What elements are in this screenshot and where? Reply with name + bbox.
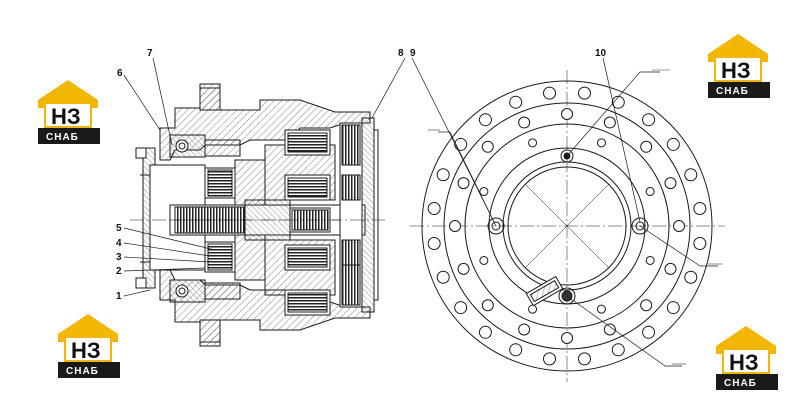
outer-bolt-hole — [684, 168, 698, 182]
inner-bolt-hole — [479, 255, 489, 265]
middle-bolt-hole — [518, 323, 531, 336]
outer-bolt-hole — [642, 113, 656, 127]
outer-bolt-hole — [478, 325, 492, 339]
outer-bolt-hole — [577, 86, 591, 100]
outer-bolt-hole — [509, 343, 523, 357]
logo-top-text: НЗ — [721, 58, 751, 83]
middle-bolt-hole — [518, 116, 531, 129]
middle-bolt-hole — [673, 220, 685, 232]
outer-bolt-hole — [577, 352, 591, 366]
outer-bolt-hole — [478, 113, 492, 127]
callout-4: 4 — [116, 238, 122, 249]
outer-bolt-hole — [543, 352, 557, 366]
section-view — [130, 83, 385, 347]
outer-bolt-hole — [666, 301, 680, 315]
outer-bolt-hole — [611, 343, 625, 357]
middle-bolt-hole — [603, 323, 616, 336]
middle-bolt-hole — [481, 140, 494, 153]
middle-bolt-holes — [449, 108, 685, 344]
outer-bolt-hole — [427, 202, 441, 216]
outer-bolt-hole — [642, 325, 656, 339]
middle-bolt-hole — [664, 177, 677, 190]
outer-bolt-hole — [454, 137, 468, 151]
leader-lines-right — [411, 57, 718, 367]
outer-bolt-hole — [436, 270, 450, 284]
inner-bolt-hole — [596, 138, 606, 148]
outer-bolt-hole — [693, 236, 707, 250]
inner-bolt-hole — [528, 138, 538, 148]
logo-top-text: НЗ — [729, 350, 759, 375]
outer-bolt-hole — [436, 168, 450, 182]
inner-bolt-hole — [645, 187, 655, 197]
middle-bolt-hole — [481, 299, 494, 312]
inner-bolt-hole — [528, 304, 538, 314]
callout-3: 3 — [116, 252, 122, 263]
outer-bolt-hole — [611, 95, 625, 109]
logo-top-text: НЗ — [51, 104, 81, 129]
callout-10: 10 — [595, 48, 607, 59]
inner-bolt-holes — [479, 138, 655, 314]
callout-1: 1 — [116, 291, 122, 302]
logo-bottom-text: СНАБ — [46, 132, 79, 143]
front-view — [410, 70, 725, 382]
middle-bolt-hole — [640, 140, 653, 153]
callout-6: 6 — [117, 68, 123, 79]
outer-bolt-hole — [684, 270, 698, 284]
callout-5: 5 — [116, 223, 122, 234]
callout-labels: 1 2 3 4 5 6 7 8 9 10 — [116, 48, 607, 302]
leader-lines — [123, 57, 406, 297]
middle-bolt-hole — [457, 262, 470, 275]
inner-bolt-hole — [479, 187, 489, 197]
middle-bolt-hole — [603, 116, 616, 129]
middle-bolt-hole — [664, 262, 677, 275]
outer-bolt-hole — [666, 137, 680, 151]
logo-bottom-text: СНАБ — [66, 366, 99, 377]
logo-bottom-text: СНАБ — [716, 86, 749, 97]
logo-top-text: НЗ — [71, 338, 101, 363]
logo-top-right: НЗ СНАБ — [708, 34, 770, 98]
small-notes — [428, 69, 722, 365]
middle-bolt-hole — [449, 220, 461, 232]
logo-bottom-right: НЗ СНАБ — [716, 326, 778, 390]
outer-bolt-hole — [693, 202, 707, 216]
middle-bolt-hole — [561, 332, 573, 344]
callout-9: 9 — [410, 48, 416, 59]
logo-bottom-text: СНАБ — [724, 378, 757, 389]
callout-7: 7 — [147, 48, 153, 59]
outer-bolt-hole — [509, 95, 523, 109]
inner-bolt-hole — [596, 304, 606, 314]
outer-bolt-holes — [427, 86, 707, 366]
outer-bolt-hole — [454, 301, 468, 315]
logo-bottom-left: НЗ СНАБ — [58, 314, 120, 378]
middle-bolt-hole — [561, 108, 573, 120]
outer-bolt-hole — [427, 236, 441, 250]
outer-bolt-hole — [543, 86, 557, 100]
middle-bolt-hole — [640, 299, 653, 312]
callout-8: 8 — [398, 48, 404, 59]
middle-bolt-hole — [457, 177, 470, 190]
inner-bolt-hole — [645, 255, 655, 265]
logo-top-left: НЗ СНАБ — [38, 80, 100, 144]
callout-2: 2 — [116, 266, 122, 277]
